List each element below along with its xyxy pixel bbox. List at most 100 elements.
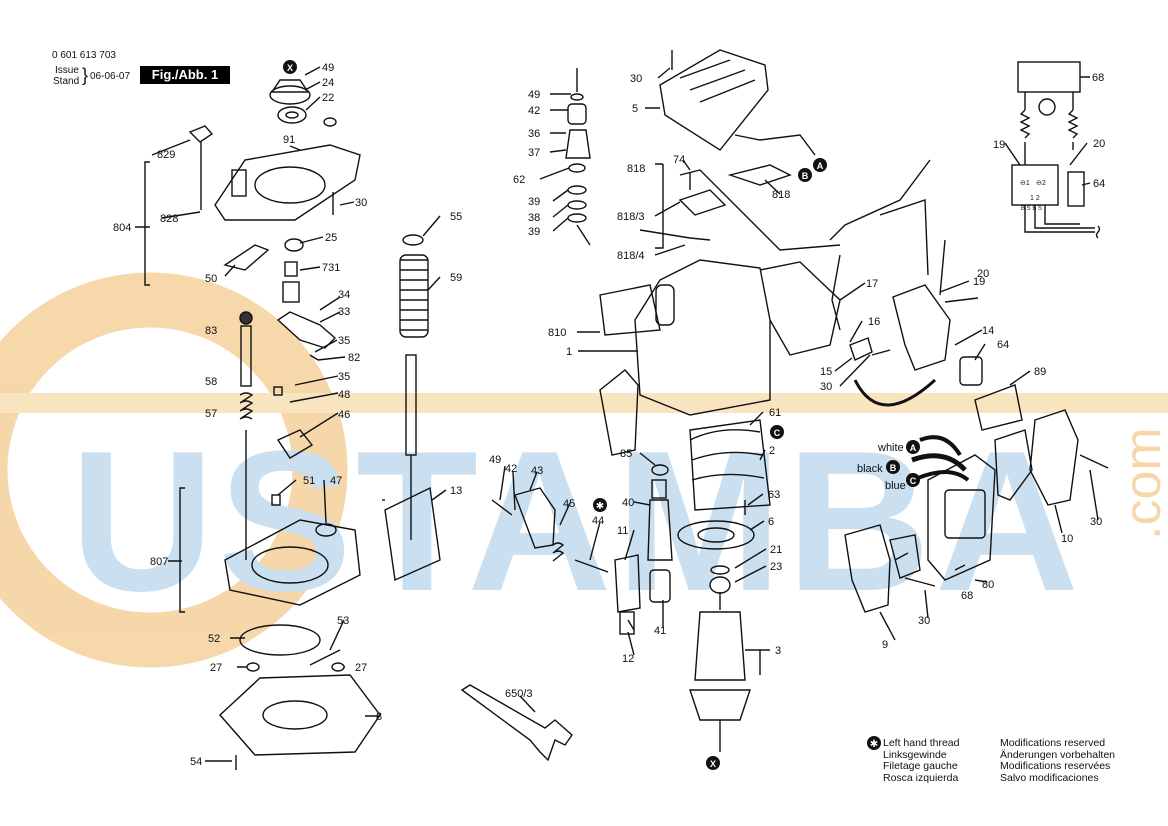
part-label: 650/3 <box>505 688 533 700</box>
motor-housing-1 <box>634 259 771 416</box>
motor-symbol <box>1038 98 1056 116</box>
part-label: 64 <box>997 339 1009 351</box>
marker-b-2 <box>886 460 900 474</box>
marker-x-bottom <box>706 756 720 770</box>
part-label: 22 <box>322 92 334 104</box>
part-label: 9 <box>882 639 888 651</box>
nut-731 <box>282 281 300 303</box>
handle-grip-80 <box>944 489 986 539</box>
washer-38 <box>567 200 587 210</box>
ring-55 <box>402 234 424 246</box>
armature-3 <box>694 611 746 681</box>
spindle-40 <box>651 479 667 499</box>
part-labels: 49 24 22 91 829 804 828 30 25 50 731 34 … <box>113 62 1105 768</box>
part-label: 68 <box>1092 72 1104 84</box>
note-line: Modifications reserved <box>1000 737 1106 749</box>
switch-14 <box>892 284 951 371</box>
capacitor-64 <box>959 356 983 386</box>
marker-star-legend <box>867 736 881 750</box>
part-label: 59 <box>450 272 462 284</box>
collet-37 <box>565 129 591 159</box>
plate-89 <box>974 384 1023 431</box>
part-label: 19 <box>973 276 985 288</box>
collet-stack-leader <box>576 224 591 246</box>
part-label: 35 <box>338 371 350 383</box>
marker-c-2 <box>906 473 920 487</box>
brush-holder-8183 <box>678 189 727 216</box>
marker-x-bottom-text: X <box>710 759 716 769</box>
part-label: 51 <box>303 475 315 487</box>
part-label: 49 <box>322 62 334 74</box>
cover-5 <box>659 49 769 151</box>
part-label: 52 <box>208 633 220 645</box>
spring-57 <box>239 392 254 420</box>
stand-label: Stand <box>53 76 80 87</box>
button-43 <box>514 487 556 549</box>
wire-loop <box>853 378 937 407</box>
fan-guide-hole <box>697 527 735 543</box>
housing-arm <box>759 261 841 356</box>
nut-27b <box>331 662 345 672</box>
part-label: 42 <box>505 463 517 475</box>
watermark-ring <box>0 272 348 668</box>
marker-b-2-text: B <box>890 463 897 473</box>
nut-25 <box>284 238 304 252</box>
part-label: 13 <box>450 485 462 497</box>
leaders-left <box>135 66 447 762</box>
part-label: 58 <box>205 376 217 388</box>
part-label: 45 <box>563 498 575 510</box>
cable-20 <box>939 239 946 296</box>
marker-a-2 <box>906 440 920 454</box>
part-label: 53 <box>337 615 349 627</box>
note-line: Änderungen vorbehalten <box>1000 748 1116 761</box>
part-label: 63 <box>768 489 780 501</box>
housing-post <box>231 169 247 197</box>
part-label: 24 <box>322 77 334 89</box>
screw-30d <box>904 577 936 587</box>
part-label: 828 <box>160 213 178 225</box>
watermark-suffix: .com <box>1114 427 1168 540</box>
handle-10 <box>1029 409 1079 506</box>
note-line: Linksgewinde <box>883 748 947 761</box>
part-label: 41 <box>654 625 666 637</box>
armature-fan <box>689 689 751 721</box>
part-label: 83 <box>205 325 217 337</box>
part-label: 80 <box>982 579 994 591</box>
part-label: 30 <box>820 381 832 393</box>
screw-30c <box>871 349 891 356</box>
screw-48 <box>273 386 283 396</box>
label-810 <box>599 284 661 336</box>
wire-label-black: black <box>857 463 883 475</box>
housing-bore <box>254 166 326 204</box>
part-label: 68 <box>961 590 973 602</box>
part-label: 55 <box>450 211 462 223</box>
watermark-text: USTAMBA <box>70 410 1083 633</box>
marker-star-glyph: ✱ <box>596 501 604 512</box>
schematic-leads <box>1024 205 1095 233</box>
ball-83 <box>239 311 253 325</box>
part-label: 8 <box>376 711 382 723</box>
cable-a <box>734 134 816 156</box>
ring-52 <box>239 624 321 656</box>
note-line: Modifications reservées <box>1000 760 1111 772</box>
wire-white <box>919 435 962 457</box>
schematic-plug <box>1095 225 1101 239</box>
screw-35 <box>309 354 319 361</box>
marker-c-1 <box>770 425 784 439</box>
part-label: 48 <box>338 389 350 401</box>
part-label: 818/3 <box>617 211 645 223</box>
schematic-box-68 <box>1017 61 1081 93</box>
marker-star-legend-glyph: ✱ <box>870 739 878 750</box>
part-label: 829 <box>157 149 175 161</box>
lever-33 <box>276 311 337 349</box>
schematic-terminal-left: ⊖1 <box>1020 180 1030 187</box>
part-label: 27 <box>355 662 367 674</box>
part-label: 25 <box>325 232 337 244</box>
marker-b-1 <box>798 168 812 182</box>
ring-85 <box>651 464 669 476</box>
part-label: 19 <box>993 139 1005 151</box>
watermark-band <box>0 393 1168 413</box>
part-label: 42 <box>528 105 540 117</box>
note-line: Salvo modificaciones <box>1000 771 1099 784</box>
